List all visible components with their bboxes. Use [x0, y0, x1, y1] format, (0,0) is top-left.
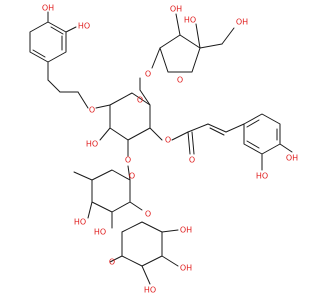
- hydroxyl-label: HO: [184, 16, 196, 25]
- atom-labels: OH HO OH HO OH O O O O HO O O OH HO O O …: [42, 4, 298, 295]
- hydroxyl-label: HO: [78, 22, 90, 31]
- hydroxyl-label: OH: [42, 4, 54, 13]
- hydroxyl-label: OH: [180, 226, 192, 235]
- glucose-ring: [95, 77, 163, 157]
- hydroxyl-label: OH: [286, 154, 298, 163]
- oxygen-label: O: [137, 96, 143, 105]
- apiofuranose-ring: [151, 13, 235, 73]
- oxygen-label: O: [145, 210, 151, 219]
- oxygen-label: O: [89, 106, 95, 115]
- xylose-ring: [109, 221, 179, 285]
- oxygen-label: O: [129, 172, 135, 181]
- hydroxyl-label: HO: [94, 228, 106, 237]
- oxygen-label: O: [109, 258, 115, 267]
- caffeoyl-ester: [171, 123, 245, 155]
- oxygen-label: O: [125, 156, 131, 165]
- ethyl-linker: [47, 61, 89, 109]
- catechol-ring-caffeoyl: [243, 113, 293, 171]
- hydroxyl-label: OH: [180, 264, 192, 273]
- molecule-structure-diagram: OH HO OH HO OH O O O O HO O O OH HO O O …: [29, 4, 298, 295]
- oxygen-label: O: [145, 70, 151, 79]
- oxygen-label: O: [189, 156, 195, 165]
- hydroxyl-label: HO: [144, 286, 156, 295]
- catechol-ring-aglycone: [29, 11, 77, 63]
- oxygen-label: O: [177, 76, 183, 85]
- hydroxyl-label: OH: [170, 5, 182, 14]
- hydroxyl-label: HO: [74, 218, 86, 227]
- hydroxyl-label: OH: [236, 18, 248, 27]
- hydroxyl-label: HO: [86, 140, 98, 149]
- hydroxyl-label: HO: [256, 172, 268, 181]
- oxygen-label: O: [165, 136, 171, 145]
- rhamnose-ring: [73, 165, 143, 229]
